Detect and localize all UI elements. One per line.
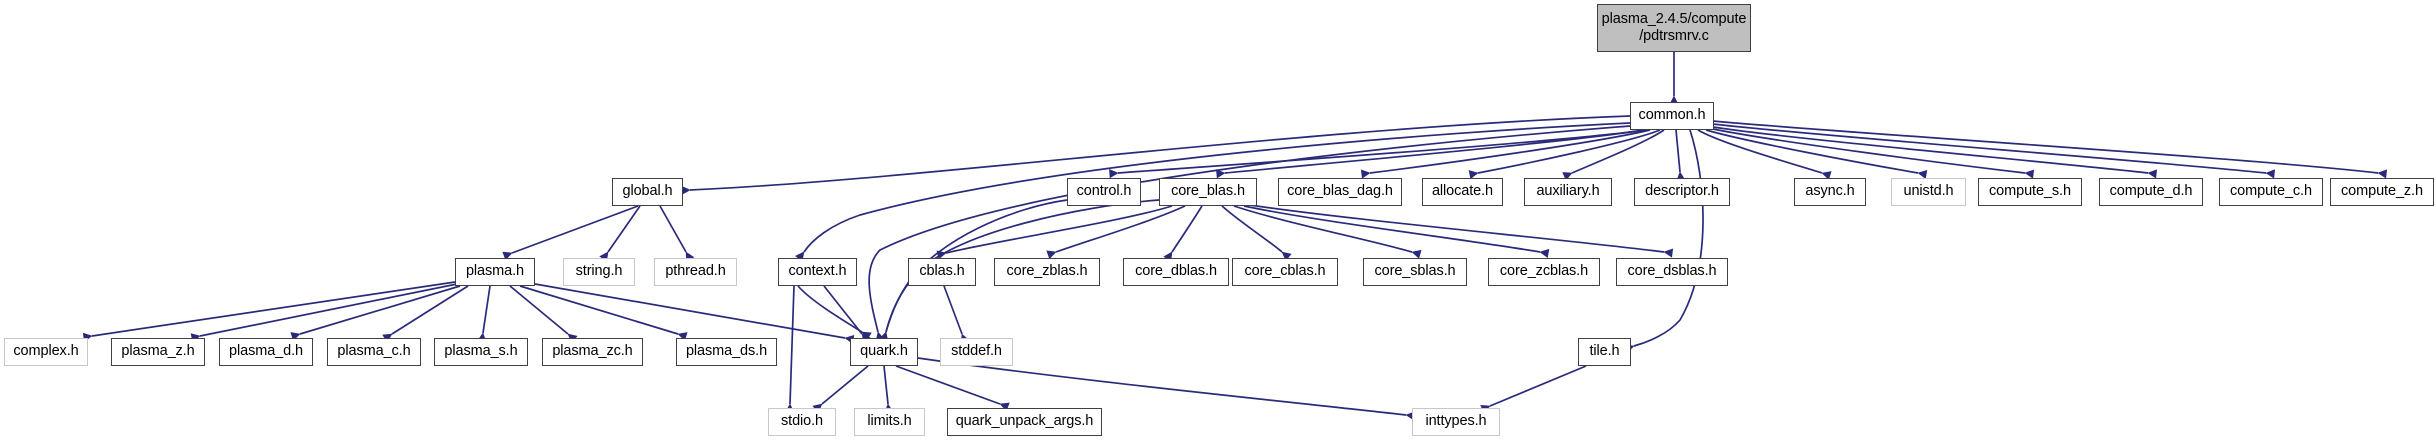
graph-edge-core_blas-to-cblas <box>945 205 1173 254</box>
graph-edge-tile-to-inttypes <box>1489 365 1587 407</box>
graph-node-control[interactable]: control.h <box>1067 178 1141 206</box>
graph-node-plasma_ds[interactable]: plasma_ds.h <box>676 338 777 366</box>
graph-node-inttypes[interactable]: inttypes.h <box>1412 408 1500 436</box>
graph-edge-context-to-quark <box>797 285 863 333</box>
graph-edge-common-to-tile <box>1633 129 1704 347</box>
graph-node-plasma_z[interactable]: plasma_z.h <box>111 338 205 366</box>
graph-node-plasma[interactable]: plasma.h <box>455 258 535 286</box>
graph-edge-common-to-allocate <box>1477 129 1661 174</box>
graph-edge-common-to-control <box>1117 129 1647 174</box>
edge-arrowhead <box>1109 169 1119 179</box>
graph-node-global[interactable]: global.h <box>612 178 683 206</box>
graph-node-limits[interactable]: limits.h <box>854 408 925 436</box>
graph-node-unistd[interactable]: unistd.h <box>1891 178 1966 206</box>
graph-node-core_blas_dag[interactable]: core_blas_dag.h <box>1278 178 1402 206</box>
graph-node-plasma_d[interactable]: plasma_d.h <box>219 338 313 366</box>
edge-arrowhead <box>2147 169 2158 179</box>
graph-edge-global-to-pthread <box>659 205 687 253</box>
graph-edge-common-to-compute_z <box>1712 120 2379 174</box>
graph-node-compute_c[interactable]: compute_c.h <box>2219 178 2323 206</box>
graph-node-quark[interactable]: quark.h <box>850 338 918 366</box>
graph-edge-plasma-to-plasma_s <box>482 285 491 334</box>
graph-edge-quark-to-inttypes <box>917 357 1407 416</box>
graph-node-pthread[interactable]: pthread.h <box>654 258 737 286</box>
graph-edge-plasma-to-plasma_ds <box>519 285 679 335</box>
graph-node-core_zcblas[interactable]: core_zcblas.h <box>1488 258 1600 286</box>
graph-edge-common-to-compute_s <box>1712 128 2026 174</box>
graph-node-stdio[interactable]: stdio.h <box>768 408 836 436</box>
graph-node-string[interactable]: string.h <box>563 258 635 286</box>
graph-node-core_dsblas[interactable]: core_dsblas.h <box>1616 258 1728 286</box>
graph-node-compute_z[interactable]: compute_z.h <box>2330 178 2434 206</box>
graph-node-allocate[interactable]: allocate.h <box>1422 178 1503 206</box>
graph-edge-plasma-to-plasma_c <box>391 285 469 335</box>
graph-node-quark_unpack[interactable]: quark_unpack_args.h <box>947 408 1102 436</box>
graph-edge-common-to-core_blas <box>1224 129 1645 174</box>
graph-edge-common-to-unistd <box>1705 129 1919 174</box>
graph-node-descriptor[interactable]: descriptor.h <box>1634 178 1730 206</box>
graph-edge-core_blas-to-core_cblas <box>1221 205 1283 253</box>
graph-node-root[interactable]: plasma_2.4.5/compute /pdtrsmrv.c <box>1597 4 1751 52</box>
graph-edge-context-to-stdio <box>789 285 795 405</box>
graph-edge-cblas-to-stddef <box>943 285 963 335</box>
graph-node-compute_d[interactable]: compute_d.h <box>2099 178 2203 206</box>
graph-edge-plasma-to-plasma_zc <box>509 285 569 335</box>
graph-node-tile[interactable]: tile.h <box>1578 338 1631 366</box>
graph-edge-core_blas-to-core_dblas <box>1171 205 1203 253</box>
edge-arrowhead <box>2377 169 2388 179</box>
graph-node-stddef[interactable]: stddef.h <box>940 338 1013 366</box>
graph-node-context[interactable]: context.h <box>778 258 857 286</box>
edge-arrowhead <box>1539 248 1550 258</box>
graph-node-core_zblas[interactable]: core_zblas.h <box>994 258 1100 286</box>
graph-edge-global-to-plasma <box>511 205 639 254</box>
graph-node-core_blas[interactable]: core_blas.h <box>1159 178 1257 206</box>
graph-node-complex[interactable]: complex.h <box>4 338 88 366</box>
graph-edge-common-to-core_blas_dag <box>1369 129 1651 174</box>
graph-node-plasma_c[interactable]: plasma_c.h <box>327 338 421 366</box>
graph-node-auxiliary[interactable]: auxiliary.h <box>1524 178 1612 206</box>
graph-edge-plasma-to-plasma_d <box>299 285 461 335</box>
graph-edge-core_blas-to-core_dsblas <box>1249 204 1665 253</box>
graph-node-core_sblas[interactable]: core_sblas.h <box>1363 258 1467 286</box>
graph-node-core_dblas[interactable]: core_dblas.h <box>1123 258 1229 286</box>
graph-edge-core_blas-to-core_zblas <box>1055 205 1186 253</box>
graph-edge-quark-to-quark_unpack <box>895 365 1001 405</box>
edge-arrowhead <box>2265 169 2276 179</box>
graph-edge-core_blas-to-core_sblas <box>1233 205 1413 253</box>
graph-edge-quark-to-stdio <box>821 365 869 405</box>
graph-edge-common-to-auxiliary <box>1571 129 1665 174</box>
graph-node-core_cblas[interactable]: core_cblas.h <box>1232 258 1338 286</box>
graph-edge-global-to-string <box>607 205 641 253</box>
graph-node-plasma_s[interactable]: plasma_s.h <box>434 338 528 366</box>
graph-edge-common-to-descriptor <box>1675 129 1681 173</box>
graph-edge-plasma-to-complex <box>91 281 456 337</box>
edge-arrowhead <box>1663 248 1674 258</box>
graph-node-cblas[interactable]: cblas.h <box>908 258 976 286</box>
graph-edge-core_blas-to-core_zcblas <box>1243 205 1541 253</box>
graph-edge-plasma-to-plasma_z <box>199 283 458 337</box>
graph-node-compute_s[interactable]: compute_s.h <box>1978 178 2082 206</box>
graph-edge-common-to-compute_d <box>1712 126 2149 174</box>
graph-edge-common-to-quark <box>868 125 1631 333</box>
graph-edge-plasma-to-quark <box>534 283 846 339</box>
graph-edge-context-to-quark <box>823 285 863 335</box>
graph-node-common[interactable]: common.h <box>1630 102 1714 130</box>
graph-edge-quark-to-limits <box>883 365 889 405</box>
graph-node-async[interactable]: async.h <box>1794 178 1866 206</box>
graph-edge-common-to-async <box>1697 129 1823 174</box>
graph-node-plasma_zc[interactable]: plasma_zc.h <box>542 338 643 366</box>
graph-edge-common-to-compute_c <box>1712 123 2267 174</box>
edge-arrowhead <box>1216 169 1226 179</box>
